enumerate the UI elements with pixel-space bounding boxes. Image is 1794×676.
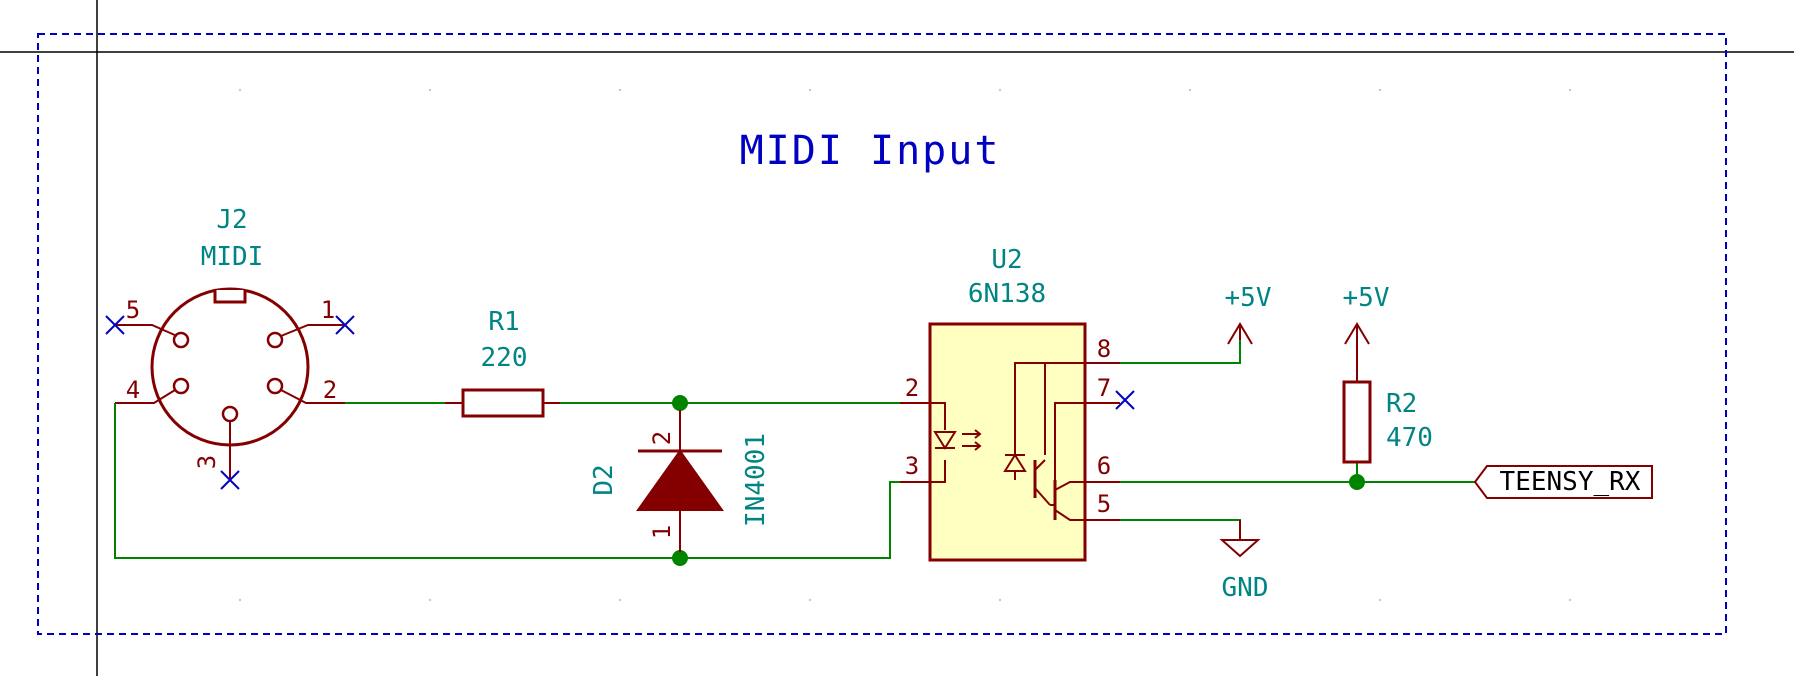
r1-body xyxy=(461,388,545,418)
din-pin-hole-1 xyxy=(266,331,284,349)
din-pin-hole-2 xyxy=(266,377,284,395)
u2-value: 6N138 xyxy=(968,279,1046,309)
j2-reference: J2 xyxy=(216,205,247,235)
rx-label-outline xyxy=(1473,465,1653,499)
vcc1-arrow xyxy=(1227,322,1253,345)
j2-pin-number-4: 4 xyxy=(126,376,140,404)
resistor-r2[interactable]: R2 470 xyxy=(1342,380,1433,464)
section-box xyxy=(37,33,1727,635)
j2-pin-number-1: 1 xyxy=(321,296,335,324)
global-label-teensy-rx[interactable]: TEENSY_RX xyxy=(1473,465,1653,499)
section-title: MIDI Input xyxy=(740,128,1001,174)
junction-r2-rx xyxy=(1349,474,1365,490)
pin-stub-5 xyxy=(115,324,178,337)
pin-stub-2 xyxy=(280,389,345,404)
junction-d2-loop xyxy=(672,550,688,566)
wire-u2-pin5-to-gnd xyxy=(1120,519,1241,540)
u2-pin8-internal xyxy=(1014,362,1085,455)
d2-pin-number-2: 2 xyxy=(648,431,676,445)
u2-pin-number-3: 3 xyxy=(905,452,919,480)
junction-r1-d2 xyxy=(672,395,688,411)
resistor-r1[interactable]: R1 220 xyxy=(445,307,560,418)
d2-reference: D2 xyxy=(589,464,619,495)
r1-value: 220 xyxy=(481,343,528,373)
vcc2-label: +5V xyxy=(1343,283,1390,313)
gnd-triangle xyxy=(1219,539,1261,558)
d2-triangle xyxy=(636,449,724,511)
u2-led-symbol xyxy=(933,431,957,450)
r2-body xyxy=(1342,380,1372,464)
no-connect-j2-pin5 xyxy=(105,315,125,335)
vcc1-label: +5V xyxy=(1225,283,1272,313)
u2-led-wiring xyxy=(930,402,946,483)
pin-stub-4 xyxy=(115,389,176,404)
u2-pin7-internal xyxy=(1054,402,1085,480)
din-key-notch xyxy=(213,290,247,304)
r2-reference: R2 xyxy=(1386,389,1417,419)
no-connect-j2-pin3 xyxy=(220,470,240,490)
power-5v-r2 xyxy=(1344,322,1370,382)
wires xyxy=(114,340,1475,559)
u2-transistor2-leads xyxy=(1050,481,1085,521)
u2-pin-number-8: 8 xyxy=(1097,335,1111,363)
diode-d2[interactable]: 2 1 D2 IN4001 xyxy=(589,410,771,552)
u2-body xyxy=(928,322,1087,562)
no-connect-markers xyxy=(105,315,1135,490)
vcc2-arrow xyxy=(1344,322,1370,345)
no-connect-j2-pin1 xyxy=(335,315,355,335)
d2-pin-number-1: 1 xyxy=(648,525,676,539)
grid-dots xyxy=(238,88,1572,602)
ground-symbol xyxy=(1219,520,1261,558)
u2-transistor1-leads xyxy=(1034,459,1051,506)
u2-pin-number-2: 2 xyxy=(905,374,919,402)
u2-pin-number-7: 7 xyxy=(1097,374,1111,402)
wire-j2-pin4-loop xyxy=(114,403,900,559)
j2-pin-number-5: 5 xyxy=(126,296,140,324)
u2-led-emission-arrows xyxy=(962,429,982,451)
din-pin-hole-5 xyxy=(172,331,190,349)
wire-u2-pin8-to-5v xyxy=(1120,340,1241,364)
no-connect-u2-pin7 xyxy=(1115,390,1135,410)
r2-value: 470 xyxy=(1386,423,1433,453)
j2-value: MIDI xyxy=(201,242,264,272)
connector-j2[interactable]: 5 1 4 2 3 J2 MIDI xyxy=(115,205,345,480)
gnd-label: GND xyxy=(1222,573,1269,603)
din-pin-hole-4 xyxy=(172,377,190,395)
r1-reference: R1 xyxy=(488,307,519,337)
u2-reference: U2 xyxy=(991,245,1022,275)
pin-stub-1 xyxy=(280,324,345,337)
d2-value: IN4001 xyxy=(741,433,771,527)
power-5v-u2 xyxy=(1227,322,1253,345)
u2-pin-number-6: 6 xyxy=(1097,452,1111,480)
j2-pin-number-3: 3 xyxy=(193,455,221,469)
rx-label-text: TEENSY_RX xyxy=(1500,467,1641,497)
din-pin-hole-3 xyxy=(221,405,239,423)
u2-pin-number-5: 5 xyxy=(1097,490,1111,518)
optocoupler-u2[interactable]: U2 6N138 2 3 8 7 6 5 xyxy=(900,245,1120,562)
j2-pin-number-2: 2 xyxy=(323,376,337,404)
